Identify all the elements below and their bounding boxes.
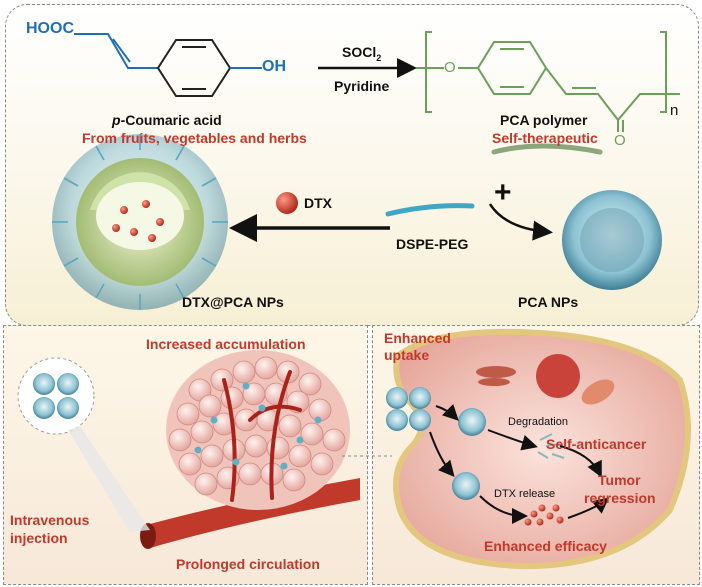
- reactant-source: From fruits, vegetables and herbs: [82, 130, 307, 146]
- dtx-pca-np-label: DTX@PCA NPs: [182, 294, 284, 310]
- pca-np-graphic: [562, 190, 662, 290]
- pathway-arrows: [429, 403, 610, 524]
- tumor-cluster: [166, 350, 350, 510]
- dtx-ball: [276, 192, 298, 214]
- uptake-label-1: Enhanced: [384, 330, 451, 346]
- assembly-arrow: [488, 203, 553, 241]
- injection-label-2: injection: [10, 530, 68, 546]
- pca-np-label: PCA NPs: [518, 294, 579, 310]
- cancer-cell: [393, 328, 691, 570]
- polymer-ether-o: O: [444, 59, 456, 76]
- polymer-property: Self-therapeutic: [492, 130, 598, 146]
- degradation-label: Degradation: [508, 416, 568, 428]
- polymer-name: PCA polymer: [500, 112, 588, 128]
- dtx-pca-np-graphic: [52, 134, 228, 310]
- accumulation-label: Increased accumulation: [146, 336, 306, 352]
- tumor-label-1: Tumor: [598, 472, 641, 488]
- polymer-carbonyl-o: O: [614, 132, 626, 149]
- dspe-peg-label: DSPE-PEG: [396, 236, 469, 252]
- self-anticancer-label: Self-anticancer: [546, 436, 647, 452]
- polymer-strand: [491, 143, 603, 155]
- carboxyl-group: HOOC: [26, 20, 74, 37]
- reagent-pyridine: Pyridine: [334, 78, 390, 94]
- hydroxyl-group: OH: [262, 58, 286, 75]
- nanoparticle-zoom-bubble: [17, 357, 150, 532]
- pca-polymer-structure: [416, 31, 680, 132]
- dtx-release-label: DTX release: [494, 488, 556, 500]
- reagent-socl2: SOCl2: [342, 44, 382, 63]
- dtx-label: DTX: [304, 195, 332, 211]
- injection-label-1: Intravenous: [10, 512, 90, 528]
- polymer-repeat-n: n: [670, 102, 679, 119]
- released-dtx: [524, 504, 564, 526]
- plus-sign: +: [494, 176, 512, 209]
- uptake-label-2: uptake: [384, 347, 430, 363]
- coumaric-acid-structure: [74, 33, 262, 97]
- reactant-name: p-Coumaric acid: [112, 112, 222, 128]
- degradation-fragments: [537, 433, 565, 459]
- dspe-peg-strand: [385, 203, 475, 217]
- efficacy-label: Enhanced efficacy: [484, 538, 607, 554]
- tumor-label-2: regression: [584, 490, 656, 506]
- cell-nanoparticles: [386, 387, 486, 500]
- circulation-label: Prolonged circulation: [176, 556, 320, 572]
